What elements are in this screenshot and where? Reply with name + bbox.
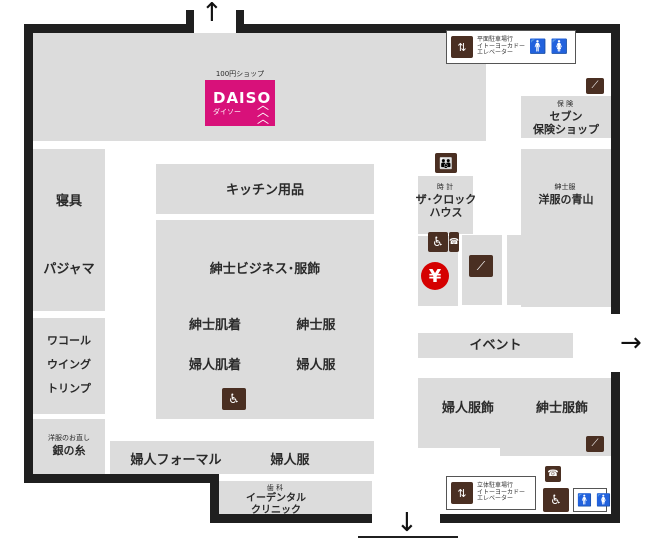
event-label: イベント <box>469 338 522 353</box>
dental-label: イーデンタル クリニック <box>246 493 306 516</box>
wacoal-area <box>33 318 105 414</box>
formal-area <box>110 441 374 474</box>
wheelchair-icon[interactable]: ♿ <box>428 232 448 252</box>
shinshi-area <box>156 220 374 419</box>
escalator-strip-b <box>507 235 531 305</box>
fujin-fuku2-label: 婦人服 <box>270 453 310 468</box>
chevron-up-icon: ︿︿︿ <box>256 98 269 127</box>
female-restroom-icon: 🚺 <box>550 39 568 55</box>
family-restroom-icon[interactable]: 👪 <box>435 153 457 173</box>
entrance-top-left-post <box>186 10 194 46</box>
stairs-icon[interactable]: ⟋ <box>586 78 604 94</box>
wheelchair-icon[interactable]: ♿ <box>222 388 246 410</box>
dental-caption: 歯 科 <box>266 484 284 492</box>
shinshi-business-label: 紳士ビジネス･服飾 <box>209 262 321 277</box>
phone-icon[interactable]: ☎ <box>449 232 459 252</box>
hoken-area <box>521 96 611 138</box>
phone-icon[interactable]: ☎ <box>545 466 561 482</box>
escalator-icon[interactable]: ⟋ <box>469 255 493 277</box>
elevator-panel-bottom[interactable]: ⇅ 立体駐車場行 イトーヨーカドー エレベーター <box>446 476 536 510</box>
exit-up-arrow-icon[interactable]: ↑ <box>201 0 223 28</box>
wall-top-left <box>24 24 194 33</box>
wall-bottom-left <box>24 474 219 483</box>
kitchen-area <box>156 164 374 214</box>
wing-label: ウイング <box>47 358 91 371</box>
wall-step <box>210 474 219 522</box>
restroom-panel-bottom[interactable]: 🚹 🚺 <box>573 488 611 512</box>
hoken-label: セブン 保険ショップ <box>533 110 599 137</box>
ginnoito-caption: 洋服のお直し <box>48 434 90 442</box>
fukushoku-notch <box>500 448 611 456</box>
event-area <box>418 333 573 358</box>
aoyama-label: 洋服の青山 <box>538 193 594 206</box>
elevator-bottom-line3: エレベーター <box>477 495 514 503</box>
elevator-top-line3: エレベーター <box>477 49 514 57</box>
ginnoito-label: 銀の糸 <box>52 444 86 457</box>
wall-right-lower <box>611 372 620 522</box>
yen-atm-icon[interactable]: ¥ <box>421 262 449 290</box>
clock-label: ザ･クロック ハウス <box>415 193 477 220</box>
wheelchair-icon[interactable]: ♿ <box>543 488 569 512</box>
shingu-label: 寝具 <box>55 194 82 209</box>
daiso-caption: 100円ショップ <box>215 70 265 78</box>
entrance-top-right-post <box>236 10 244 46</box>
female-restroom-icon: 🚺 <box>595 493 611 507</box>
fujin-fukushoku-label: 婦人服飾 <box>441 401 494 416</box>
wacoal-label: ワコール <box>47 334 91 347</box>
wall-right-upper <box>611 24 620 314</box>
fujin-fukushoku-area <box>418 378 611 448</box>
male-restroom-icon: 🚹 <box>529 39 547 55</box>
elevator-icon: ⇅ <box>451 36 473 58</box>
fujin-formal-label: 婦人フォーマル <box>130 453 222 468</box>
shinshi-hadagi-label: 紳士肌着 <box>188 318 241 333</box>
wall-bottom-mid <box>210 514 372 523</box>
elevator-top-line2: イトーヨーカドー <box>477 42 526 50</box>
clock-caption: 時 計 <box>436 183 454 191</box>
triumph-label: トリンプ <box>47 382 91 395</box>
exit-right-arrow-icon[interactable]: → <box>620 328 642 358</box>
shinshi-fuku-label: 紳士服 <box>296 318 336 333</box>
hoken-caption: 保 険 <box>556 100 574 108</box>
elevator-icon: ⇅ <box>451 482 473 504</box>
male-restroom-icon: 🚹 <box>577 493 592 507</box>
elevator-top-line1: 平面駐車場行 <box>477 35 514 43</box>
wall-bottom-right <box>440 514 620 523</box>
elevator-bottom-line1: 立体駐車場行 <box>477 481 514 489</box>
stairs-icon[interactable]: ⟋ <box>586 436 604 452</box>
shinshi-fukushoku-label: 紳士服飾 <box>535 401 588 416</box>
entrance-bottom-line <box>358 536 458 538</box>
daiso-logo-kana: ダイソー <box>213 108 241 116</box>
wall-top-right <box>236 24 620 33</box>
aoyama-caption: 紳士服 <box>554 183 576 191</box>
dental-area <box>219 481 372 514</box>
daiso-logo-text: DAISO <box>213 89 272 107</box>
pajama-label: パジャマ <box>43 262 95 277</box>
elevator-panel-top[interactable]: ⇅ 平面駐車場行 イトーヨーカドー エレベーター 🚹 🚺 <box>446 30 576 64</box>
ginnoito-area <box>33 419 105 474</box>
daiso-logo[interactable]: DAISO ダイソー ︿︿︿ <box>205 80 275 126</box>
wall-left <box>24 24 33 482</box>
fujin-hadagi-label: 婦人肌着 <box>188 358 241 373</box>
fujin-fuku-label: 婦人服 <box>296 358 336 373</box>
clock-area <box>418 176 473 234</box>
elevator-bottom-line2: イトーヨーカドー <box>477 488 526 496</box>
kitchen-label: キッチン用品 <box>225 183 304 198</box>
exit-down-arrow-icon[interactable]: ↓ <box>396 508 418 538</box>
shingu-area <box>33 149 105 311</box>
aoyama-area <box>521 149 611 307</box>
